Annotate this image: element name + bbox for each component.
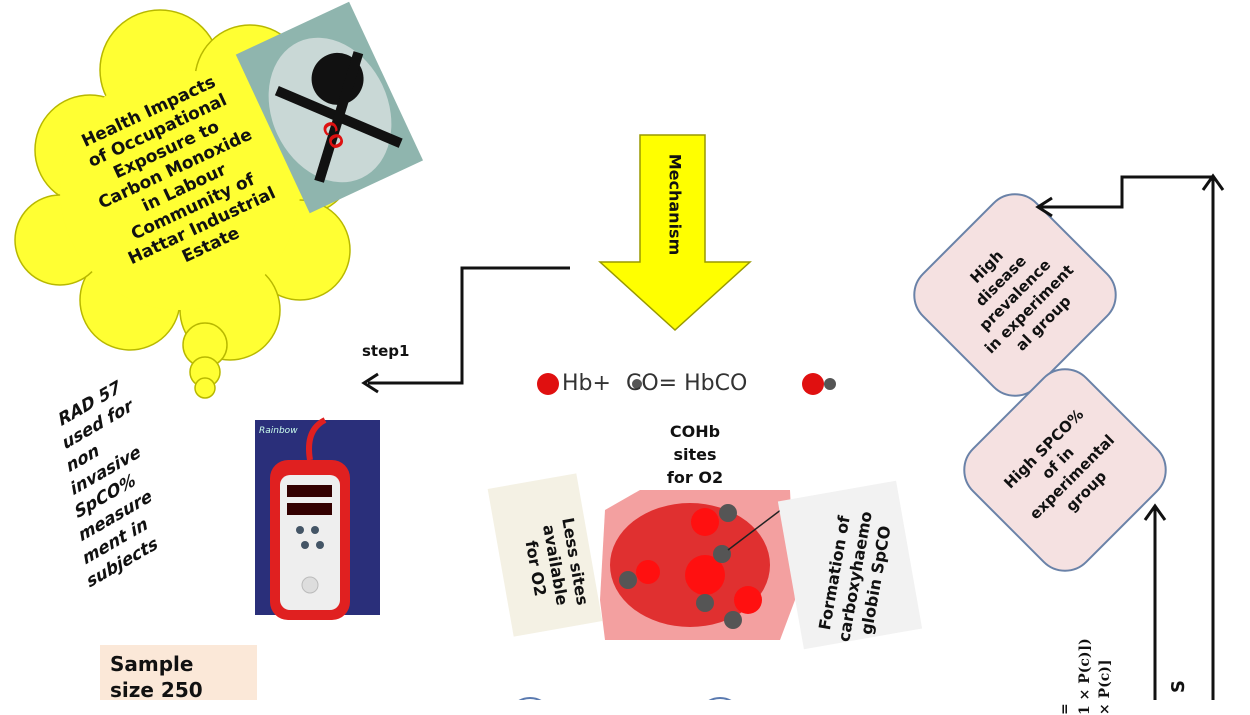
eq-co: CO: [625, 371, 659, 396]
cohb-label: COHb sites for O2: [666, 422, 724, 487]
box-spco-shape: [963, 368, 1167, 572]
mechanism-arrow: [598, 134, 752, 332]
formula-text: = 1 × P(c)]) × P(c)]: [1055, 585, 1115, 715]
mechanism-label: Mechanism: [665, 153, 685, 256]
eq-equals: =: [658, 371, 678, 396]
sample-size-label: Sample size 250: [110, 652, 203, 702]
rad57-device-image: [255, 417, 380, 620]
equation: Hb+ CO= HbCO: [562, 371, 747, 396]
red-blood-cell-illustration: [600, 490, 795, 640]
box-disease-shape: [913, 193, 1117, 397]
feedback-line: [1040, 175, 1215, 700]
eq-plus: +: [592, 371, 611, 396]
step1-label: step1: [362, 342, 410, 360]
diagram-shapes: [14, 1, 1225, 700]
formula-line2: 1 × P(c)]): [1077, 638, 1093, 715]
thought-cloud: [14, 9, 356, 399]
side-label-s: S: [1167, 680, 1189, 693]
sample-size-box: [100, 645, 257, 700]
eq-hb: Hb: [562, 371, 593, 396]
eq-hbco: HbCO: [684, 371, 748, 396]
formula-line3: × P(c)]: [1097, 659, 1113, 715]
formula-line1: =: [1057, 703, 1073, 715]
step1-connector: [368, 266, 570, 385]
device-brand-label: Rainbow: [259, 426, 298, 436]
co-poison-poster: [235, 1, 424, 214]
